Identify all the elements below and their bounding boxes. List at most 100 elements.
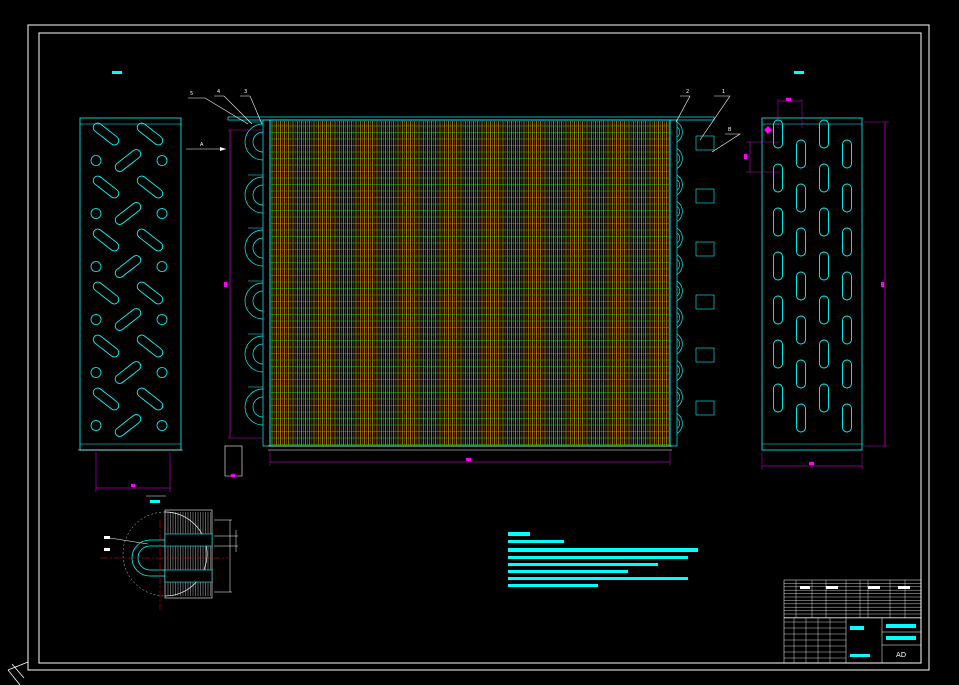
plate-slot-vertical xyxy=(796,271,806,301)
plate-slot-vertical xyxy=(773,295,783,325)
return-bend-inner xyxy=(252,184,264,206)
plate-slot-vertical xyxy=(819,163,829,193)
plate-slot-vertical xyxy=(842,183,852,213)
title-block-fills xyxy=(800,586,916,657)
right-bend-inner xyxy=(676,285,680,297)
plate-slot-vertical xyxy=(773,339,783,369)
ucs-icon xyxy=(7,661,29,685)
sheet-size-code: AD xyxy=(896,651,907,659)
tube-stub xyxy=(695,241,715,257)
right-bend-inner xyxy=(676,365,680,376)
plate-slot xyxy=(114,414,142,437)
tube-stub xyxy=(695,294,715,310)
right-bend xyxy=(676,307,683,328)
left-return-bends xyxy=(244,121,264,426)
right-bend-inner xyxy=(676,179,680,191)
leader-lines xyxy=(188,95,742,153)
plate-slot-vertical xyxy=(796,315,806,345)
plate-slot-vertical xyxy=(773,207,783,237)
return-bend xyxy=(244,229,264,267)
plate-slot xyxy=(136,281,164,305)
fin-grid xyxy=(271,121,670,445)
plate-slot xyxy=(136,175,164,199)
plate-slot xyxy=(136,122,164,146)
plate-slot-vertical xyxy=(773,383,783,413)
right-bend-inner xyxy=(676,312,680,323)
plate-slot-vertical xyxy=(842,139,852,169)
callout-b: B xyxy=(728,127,732,133)
plate-hole xyxy=(90,420,102,431)
return-bend-inner xyxy=(252,343,264,365)
left-plate-slots xyxy=(90,122,168,437)
plate-slot-vertical xyxy=(819,295,829,325)
return-bend xyxy=(244,335,264,373)
return-bend-inner xyxy=(252,237,264,259)
right-bend xyxy=(676,174,683,196)
right-return-bends xyxy=(676,121,715,434)
right-bend xyxy=(676,227,683,249)
plate-slot-vertical xyxy=(819,119,829,149)
plate-slot xyxy=(136,387,164,411)
return-bend xyxy=(244,123,264,161)
outer-frame xyxy=(27,24,930,671)
right-bend-inner xyxy=(676,206,680,217)
tube-stub xyxy=(695,400,715,416)
coil-front-view xyxy=(186,116,715,477)
plate-slot-vertical xyxy=(796,227,806,257)
right-end-view xyxy=(744,71,889,470)
return-bend-inner xyxy=(252,131,264,153)
plate-slot xyxy=(92,228,120,252)
right-bend xyxy=(676,148,683,169)
right-bend xyxy=(676,201,683,222)
right-bend xyxy=(676,280,683,302)
callout-5: 5 xyxy=(190,91,193,97)
plate-slot-vertical xyxy=(842,403,852,433)
callout-4: 4 xyxy=(217,89,220,95)
plate-hole xyxy=(90,208,102,219)
return-bend-inner xyxy=(252,396,264,418)
tube-expansion-detail xyxy=(100,495,238,610)
plate-hole xyxy=(156,208,168,219)
plate-hole xyxy=(156,261,168,272)
plate-slot-vertical xyxy=(773,163,783,193)
plate-slot xyxy=(92,387,120,411)
tube-stub xyxy=(695,347,715,363)
plate-slot-vertical xyxy=(819,207,829,237)
plate-slot-vertical xyxy=(842,271,852,301)
inner-frame xyxy=(38,32,922,664)
plate-hole xyxy=(90,155,102,166)
return-bend xyxy=(244,176,264,214)
plate-hole xyxy=(90,314,102,325)
plate-hole xyxy=(156,420,168,431)
right-bend-inner xyxy=(676,153,680,164)
plate-slot-vertical xyxy=(819,339,829,369)
plate-slot xyxy=(114,308,142,331)
callout-2: 2 xyxy=(686,89,689,95)
plate-slot-vertical xyxy=(796,359,806,389)
title-block xyxy=(783,579,922,664)
plate-slot xyxy=(114,149,142,172)
plate-slot-vertical xyxy=(796,183,806,213)
right-bend-inner xyxy=(676,126,680,138)
plate-slot-vertical xyxy=(819,251,829,281)
plate-slot-vertical xyxy=(842,227,852,257)
plate-slot-vertical xyxy=(819,383,829,413)
plate-hole xyxy=(90,367,102,378)
plate-slot-vertical xyxy=(796,139,806,169)
right-bend xyxy=(676,386,683,408)
right-bend-inner xyxy=(676,418,680,429)
plate-slot xyxy=(114,255,142,278)
tube-stub xyxy=(695,188,715,204)
callout-a: A xyxy=(200,142,204,148)
technical-notes xyxy=(508,532,698,587)
callout-1: 1 xyxy=(722,89,725,95)
return-bend-inner xyxy=(252,290,264,312)
plate-slot xyxy=(92,122,120,146)
right-bend-inner xyxy=(676,259,680,270)
right-bend xyxy=(676,360,683,381)
right-bend-inner xyxy=(676,338,680,350)
plate-slot xyxy=(92,281,120,305)
plate-slot xyxy=(92,175,120,199)
